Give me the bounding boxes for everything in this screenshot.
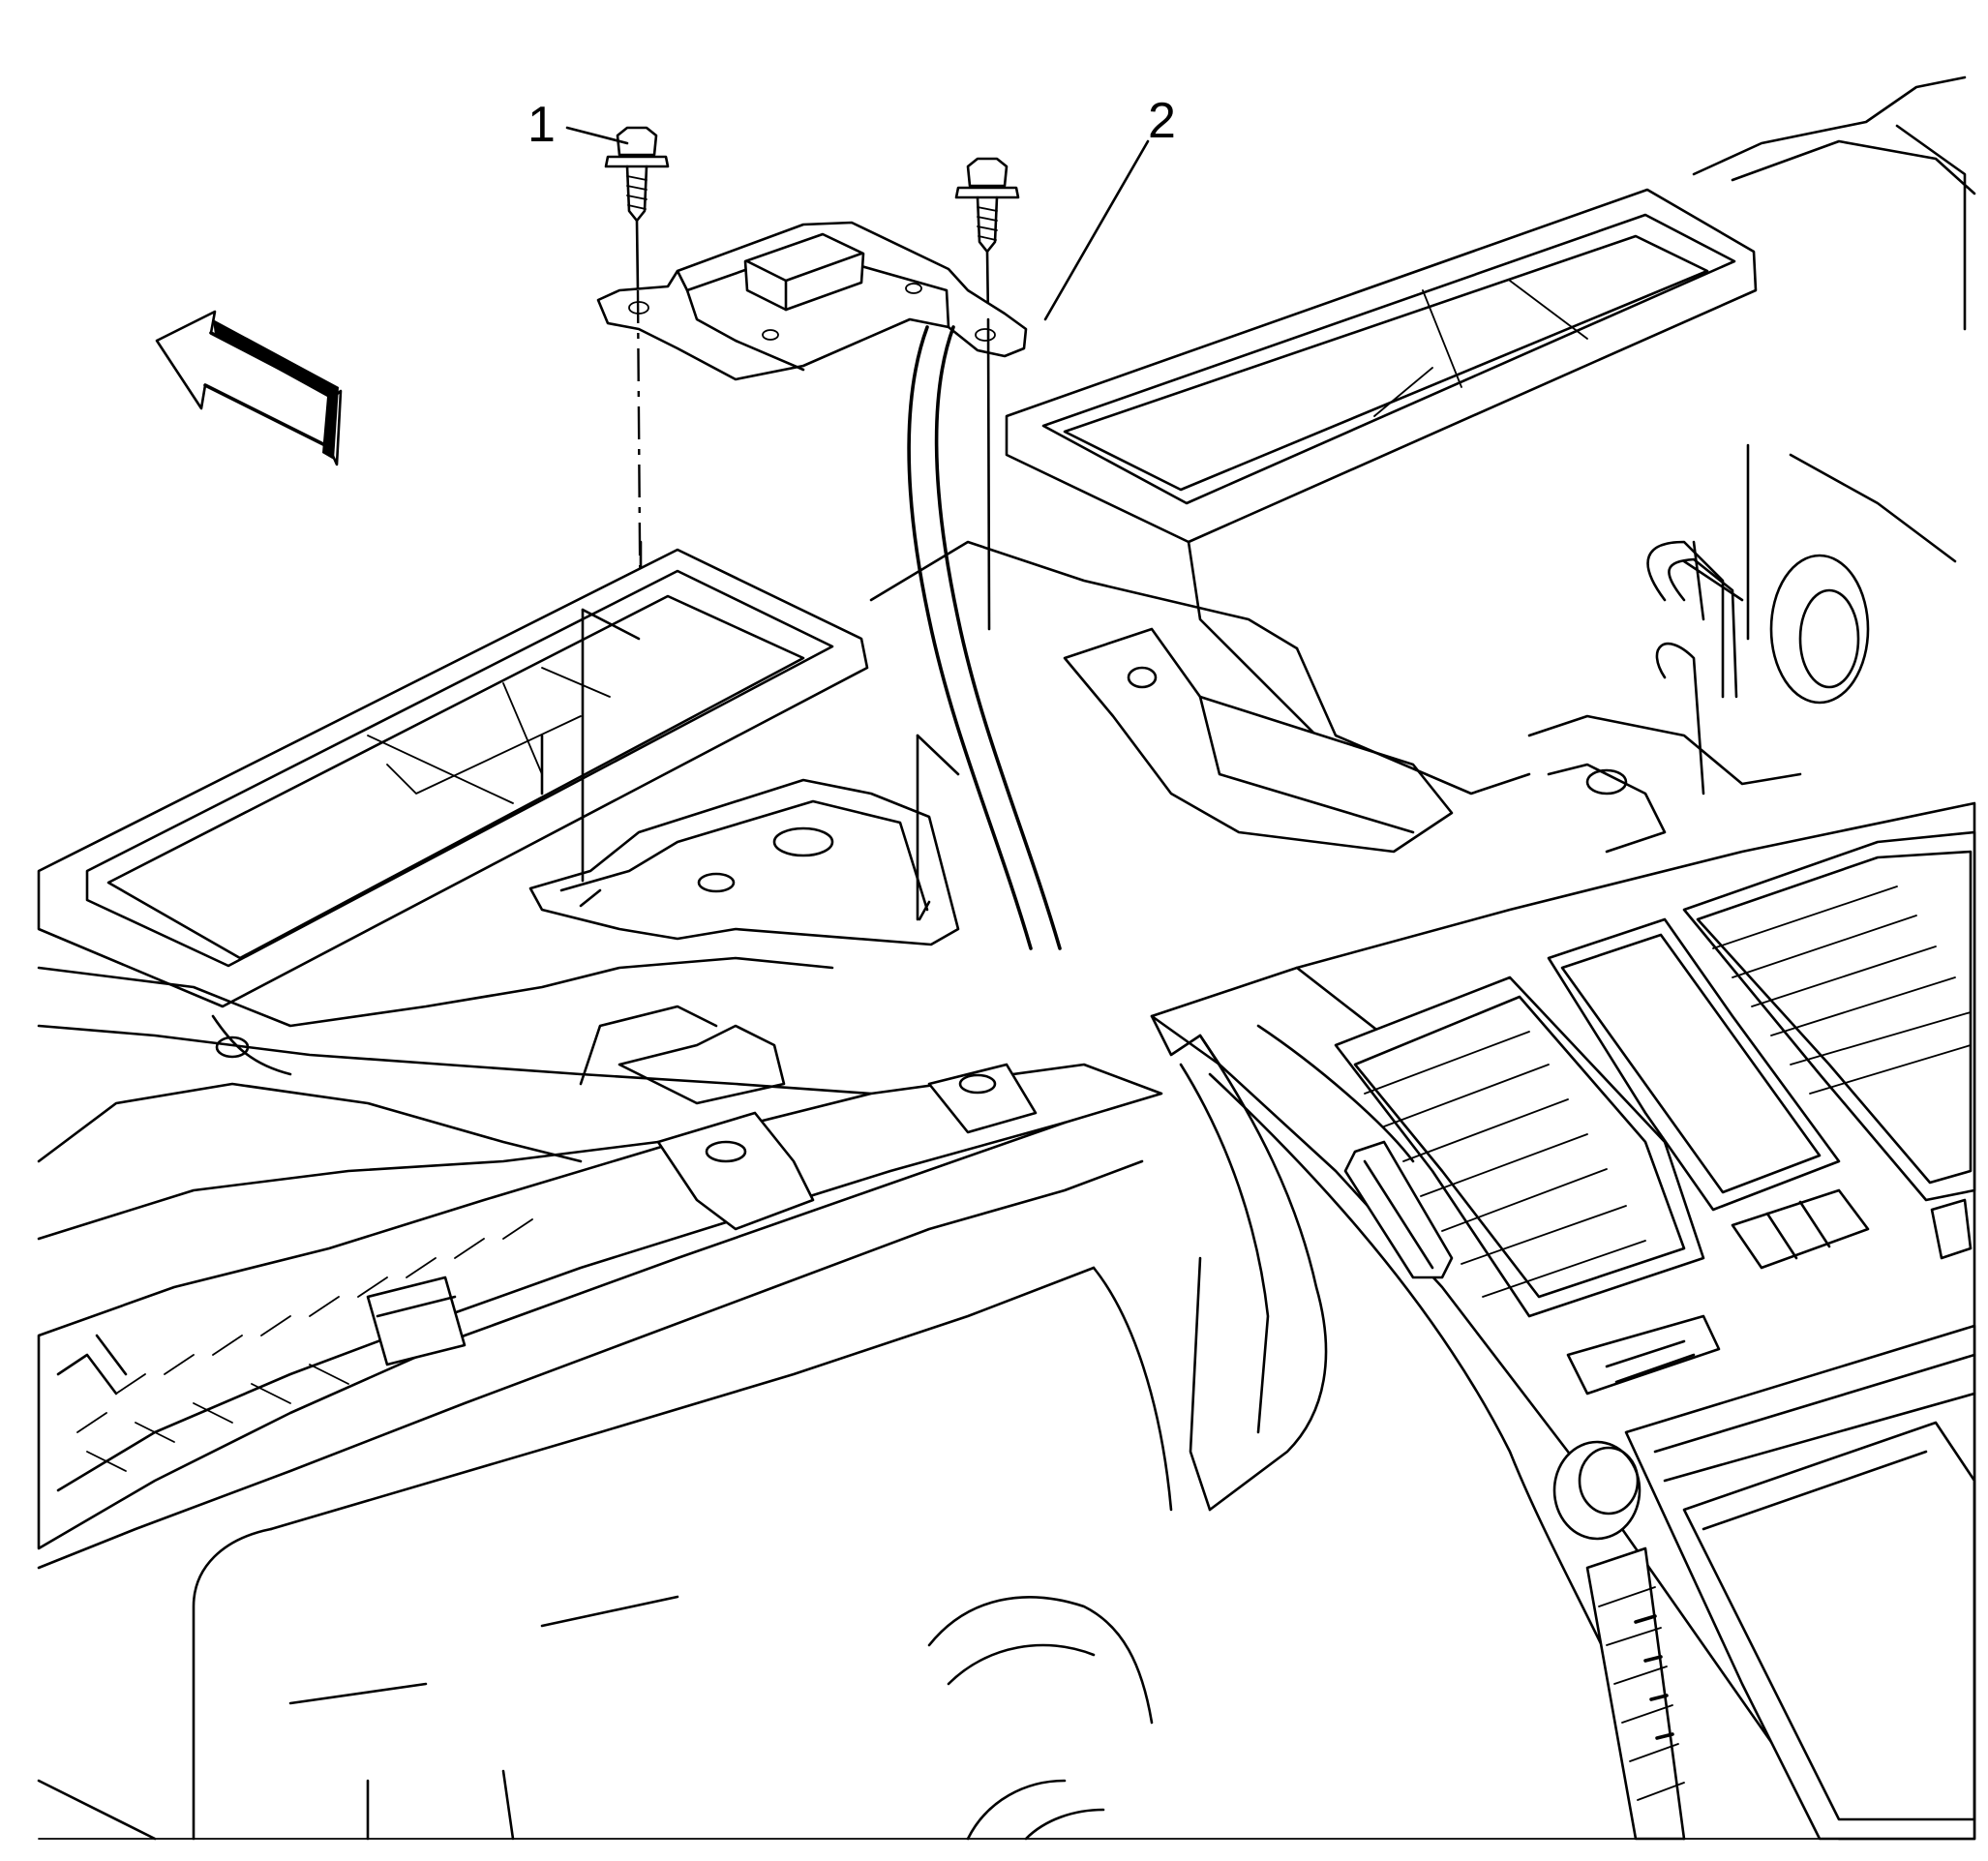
upper-right-panel xyxy=(1682,75,1976,705)
sensor-module xyxy=(596,221,1028,381)
radio-knob xyxy=(1552,1440,1642,1541)
floor-tunnel xyxy=(869,540,1802,854)
wire-harness xyxy=(907,317,1062,950)
radio-head-unit xyxy=(1585,1324,1976,1841)
mounting-bracket xyxy=(528,608,960,946)
right-air-vent xyxy=(1682,830,1976,1260)
bolt-2 xyxy=(954,157,1020,321)
forward-arrow-icon xyxy=(155,310,343,466)
leader-line-1 xyxy=(565,126,629,145)
hazard-switch xyxy=(1566,1314,1721,1396)
callout-1: 1 xyxy=(527,97,556,153)
bolt-1 xyxy=(604,126,670,292)
heater-hose xyxy=(1646,540,1738,795)
left-floor-duct xyxy=(37,548,869,1008)
instrument-panel-carrier xyxy=(37,1063,1163,1550)
leader-line-2 xyxy=(1043,139,1150,321)
lower-dash-panel xyxy=(37,1159,1173,1841)
left-air-vent xyxy=(1334,976,1705,1318)
right-floor-duct xyxy=(1005,188,1758,815)
callout-2: 2 xyxy=(1148,93,1176,149)
center-display xyxy=(1547,917,1870,1270)
